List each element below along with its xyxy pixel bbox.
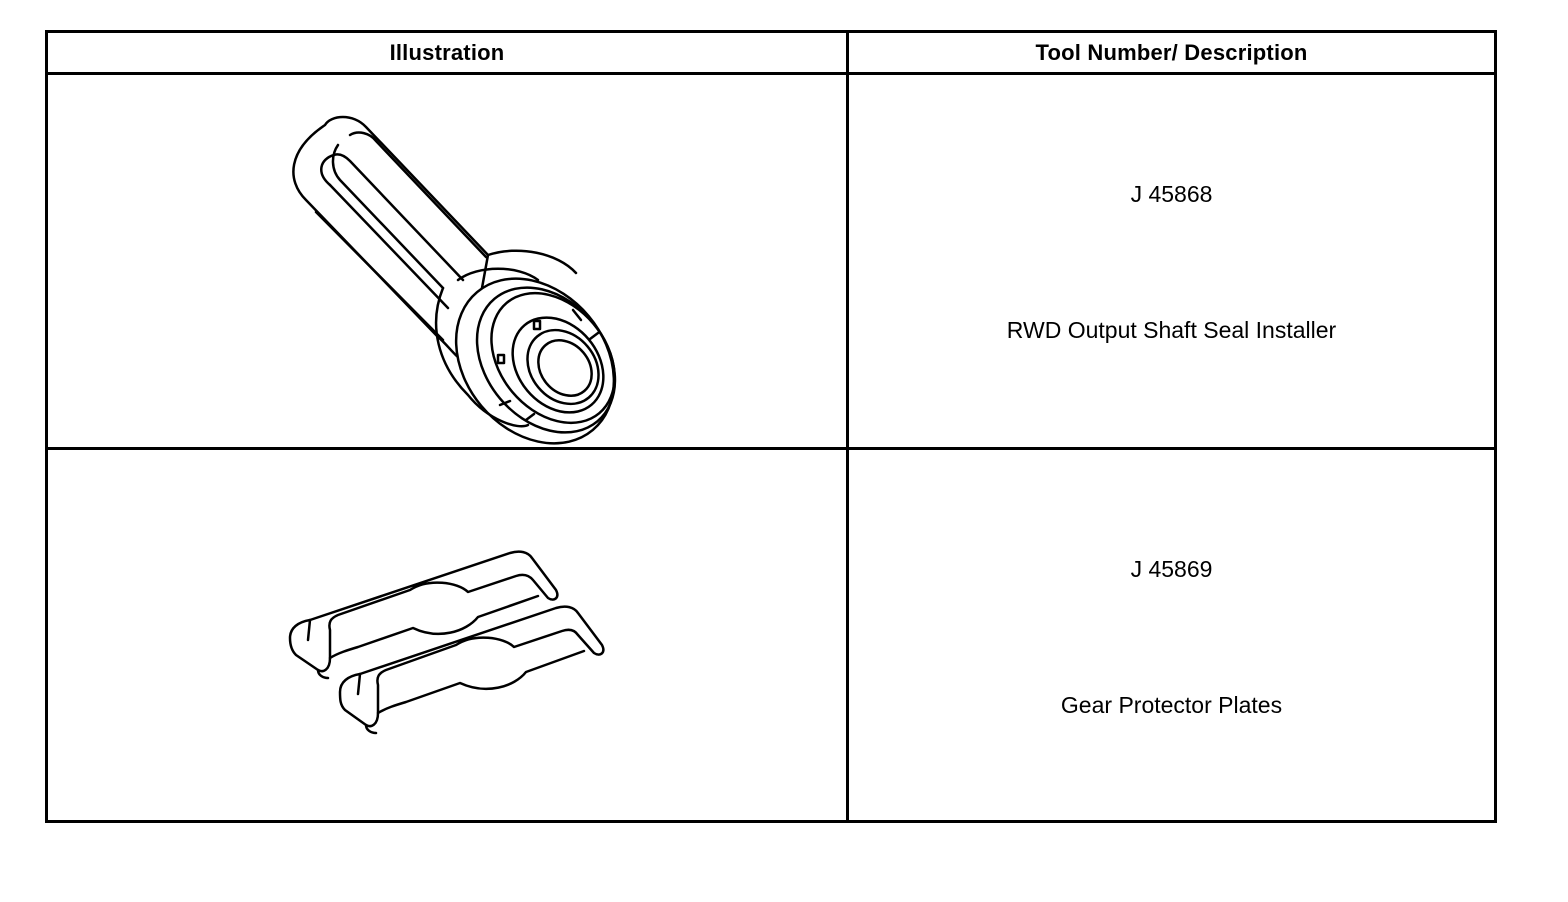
seal-installer-drawing-icon [292, 115, 617, 445]
column-divider [846, 75, 849, 447]
column-divider [846, 33, 849, 72]
tool-number: J 45869 [1130, 556, 1213, 582]
illustration-cell [48, 75, 846, 447]
table-header-row: Illustration Tool Number/ Description [48, 33, 1494, 75]
table-row: J 45869 Gear Protector Plates [48, 450, 1494, 820]
illustration-cell [48, 450, 846, 820]
tool-info-cell: J 45868 RWD Output Shaft Seal Installer [849, 75, 1494, 447]
header-tool-label: Tool Number/ Description [1035, 40, 1308, 65]
tool-description: Gear Protector Plates [1060, 692, 1283, 718]
table-row: J 45868 RWD Output Shaft Seal Installer [48, 75, 1494, 450]
header-cell-illustration: Illustration [48, 33, 846, 72]
tool-info-cell: J 45869 Gear Protector Plates [849, 450, 1494, 820]
gear-protector-plates-drawing-icon [288, 550, 605, 735]
column-divider [846, 450, 849, 820]
tool-description: RWD Output Shaft Seal Installer [1006, 317, 1337, 343]
header-illustration-label: Illustration [389, 40, 505, 65]
tool-table: Illustration Tool Number/ Description [45, 30, 1497, 823]
header-cell-tool: Tool Number/ Description [849, 33, 1494, 72]
tool-number: J 45868 [1130, 181, 1213, 207]
